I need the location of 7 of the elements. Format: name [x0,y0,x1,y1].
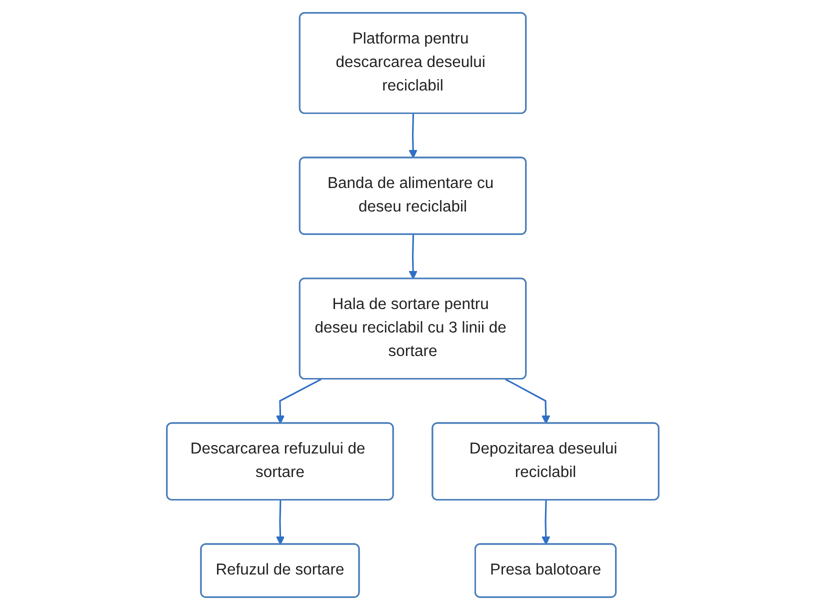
flowchart-diagram: Platforma pentru descarcarea deseului reciclabil Banda de alimentare cu deseu reciclabil Hala de sortare pentru deseu reciclabil cu 3 linii de sortare Descarcarea refuzului de sortare Depozitarea deseului reciclabil Refuzul de sortare Presa balotoare [158,4,666,604]
arrow [276,378,322,424]
arrow [276,500,284,544]
arrow [541,500,550,544]
arrow [408,113,418,158]
arrow [408,234,418,279]
arrow [504,378,550,424]
